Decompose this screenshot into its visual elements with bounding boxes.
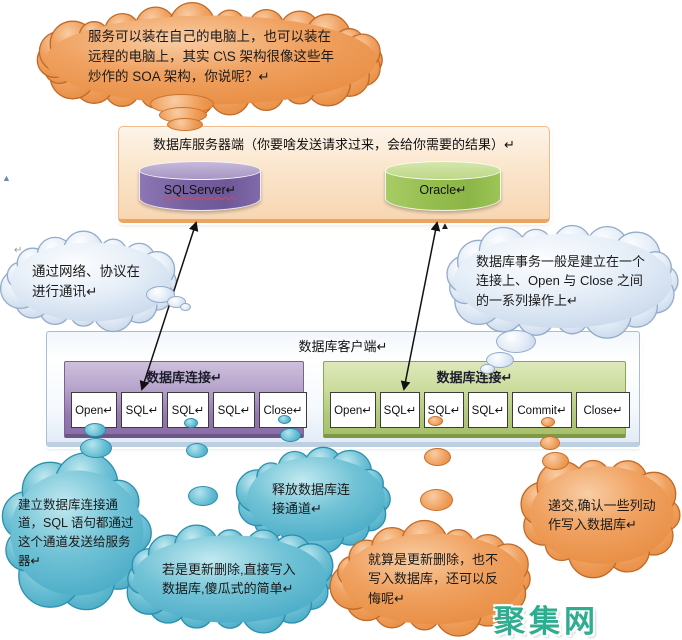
sqlserver-cylinder-top <box>139 161 261 180</box>
thought-tail-dot <box>486 352 514 368</box>
thought-tail-dot <box>541 417 555 427</box>
speech-cloud-soa: 服务可以装在自己的电脑上，也可以装在远程的电脑上，其实 C\S 架构很像这些年炒… <box>36 1 384 119</box>
step-row: Open↵ SQL↵ SQL↵ SQL↵ Commit↵ Close↵ <box>330 392 630 428</box>
speech-tail-dot <box>167 118 203 131</box>
thought-tail-dot <box>542 452 569 470</box>
thought-cloud-transaction: 数据库事务一般是建立在一个连接上、Open 与 Close 之间的一系列操作上↵ <box>446 224 680 339</box>
step-cell-open: Open↵ <box>330 392 376 428</box>
thought-cloud-transaction-text: 数据库事务一般是建立在一个连接上、Open 与 Close 之间的一系列操作上↵ <box>476 253 646 308</box>
speech-cloud-soa-text: 服务可以装在自己的电脑上，也可以装在远程的电脑上，其实 C\S 架构很像这些年炒… <box>88 28 335 85</box>
thought-cloud-network-text: 通过网络、协议在进行通讯↵ <box>32 263 140 299</box>
connection-title: 数据库连接↵ <box>436 370 513 385</box>
thought-cloud-commit: 递交,确认一些列动作写入数据库↵ <box>520 458 682 579</box>
thought-tail-dot <box>280 428 301 442</box>
thought-cloud-release-channel-text: 释放数据库连接通道↵ <box>272 481 351 517</box>
thought-tail-dot <box>424 448 451 466</box>
return-mark-icon: ↵ <box>14 245 23 256</box>
step-cell-sql: SQL↵ <box>213 392 255 428</box>
thought-tail-dot <box>278 415 291 424</box>
thought-cloud-commit-text: 递交,确认一些列动作写入数据库↵ <box>548 497 656 533</box>
connection-box-oracle: 数据库连接↵ Open↵ SQL↵ SQL↵ SQL↵ Commit↵ Clos… <box>323 361 630 438</box>
step-row: Open↵ SQL↵ SQL↵ SQL↵ Close↵ <box>71 392 307 428</box>
db-server-title: 数据库服务器端（你要啥发送请求过来，会给你需要的结果）↵ <box>153 137 515 152</box>
thought-cloud-network: 通过网络、协议在进行通讯↵ <box>0 230 178 333</box>
thought-cloud-release-channel: 释放数据库连接通道↵ <box>235 446 392 554</box>
step-cell-open: Open↵ <box>71 392 117 428</box>
thought-tail-dot <box>540 436 560 450</box>
thought-tail-dot <box>428 416 443 426</box>
db-server-panel: 数据库服务器端（你要啥发送请求过来，会给你需要的结果）↵ SQLServer↵ … <box>118 126 550 223</box>
oracle-cylinder-top <box>385 161 501 180</box>
step-cell-sql: SQL↵ <box>380 392 420 428</box>
thought-cloud-open-channel-text: 建立数据库连接通道，SQL 语句都通过这个通道发送给服务器↵ <box>18 497 134 568</box>
step-cell-close: Close↵ <box>576 392 630 428</box>
thought-cloud-no-write-text: 就算是更新删除，也不写入数据库，还可以反悔呢↵ <box>368 551 499 606</box>
site-logo: 聚集网 <box>494 604 599 639</box>
oracle-label: Oracle↵ <box>419 183 467 197</box>
thought-tail-dot <box>496 330 536 353</box>
step-cell-sql: SQL↵ <box>468 392 508 428</box>
thought-cloud-direct-write-text: 若是更新删除,直接写入数据库,傻瓜式的简单↵ <box>162 561 296 597</box>
thought-cloud-direct-write: 若是更新删除,直接写入数据库,傻瓜式的简单↵ <box>126 524 334 634</box>
thought-cloud-no-write: 就算是更新删除，也不写入数据库，还可以反悔呢↵ <box>329 519 532 637</box>
db-client-panel: 数据库客户端↵ 数据库连接↵ Open↵ SQL↵ SQL↵ SQL↵ Clos… <box>46 331 640 447</box>
object-anchor-icon: ▲ <box>2 173 11 183</box>
thought-tail-dot <box>184 418 198 428</box>
thought-tail-dot <box>84 423 106 437</box>
thought-tail-dot <box>480 364 495 374</box>
step-cell-close: Close↵ <box>259 392 307 428</box>
thought-tail-dot <box>80 438 112 458</box>
step-cell-sql: SQL↵ <box>121 392 163 428</box>
sqlserver-cylinder: SQLServer↵ <box>139 161 261 211</box>
thought-tail-dot <box>420 489 453 511</box>
connection-title: 数据库连接↵ <box>146 370 222 385</box>
thought-tail-dot <box>186 443 208 458</box>
anchor-icon: ▲ <box>440 221 450 232</box>
thought-tail-dot <box>180 303 191 311</box>
sqlserver-label: SQLServer↵ <box>163 183 237 197</box>
oracle-cylinder: Oracle↵ <box>385 161 501 211</box>
thought-tail-dot <box>188 486 218 506</box>
db-client-title: 数据库客户端↵ <box>298 339 388 354</box>
